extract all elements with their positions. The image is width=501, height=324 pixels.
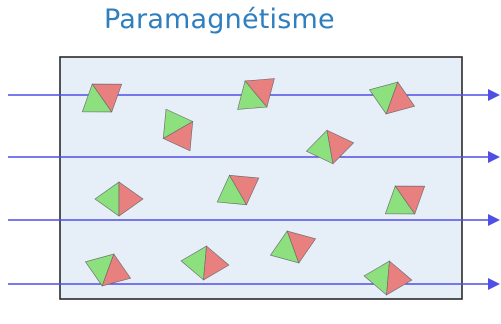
- field-arrowhead: [488, 151, 500, 163]
- field-arrowhead: [488, 278, 500, 290]
- field-arrowhead: [488, 89, 500, 101]
- field-arrowhead: [488, 214, 500, 226]
